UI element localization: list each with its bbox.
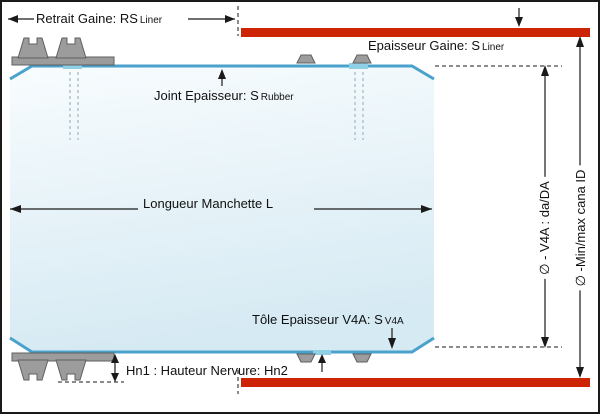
bottom-rib-tooth [55, 359, 87, 381]
top-liner-bar [241, 28, 590, 37]
arrowhead-up [318, 354, 326, 363]
longueur-manchette-label: Longueur Manchette L [143, 196, 274, 211]
pipe-body [10, 66, 434, 352]
dia-min-max-label: ∅ -Min/max cana ID [572, 165, 590, 291]
arrowhead-right [421, 205, 432, 213]
tole-epaisseur-arrow [388, 328, 396, 349]
top-rib-tooth [55, 37, 87, 59]
top-joint-tick-left [63, 63, 82, 69]
arrowhead-down [541, 337, 549, 348]
bottom-joint-tick [313, 350, 331, 355]
hn1-height-arrow [58, 354, 124, 383]
arrowhead-up [218, 69, 226, 79]
retrait-gaine-dimension [8, 6, 239, 36]
hn2-height-arrow [318, 354, 326, 372]
pipe-bottom-edge [9, 336, 435, 354]
rib-projection-left [69, 72, 79, 140]
tole-epaisseur-subscript: V4A [384, 316, 404, 327]
arrowhead-left [8, 15, 18, 23]
top-rib-tooth [17, 37, 49, 59]
arrowhead-left [10, 205, 21, 213]
epaisseur-gaine-text: Epaisseur Gaine: S [368, 38, 481, 53]
rib-projection-right [354, 72, 364, 140]
joint-epaisseur-subscript: Rubber [260, 92, 294, 103]
top-bump [352, 54, 372, 64]
pipe-top-edge [9, 64, 435, 81]
arrowhead-right [225, 15, 235, 23]
dia-v4a-label: ∅ - V4A : da/DA [536, 177, 554, 279]
epaisseur-gaine-arrow [515, 8, 523, 27]
arrowhead-up [111, 354, 119, 363]
arrowhead-down [388, 338, 396, 349]
arrowhead-up [541, 65, 549, 76]
bottom-liner-bar [241, 378, 590, 387]
top-rib-profile [11, 37, 115, 66]
joint-epaisseur-arrow [218, 69, 226, 86]
retrait-gaine-text: Retrait Gaine: RS [36, 11, 138, 26]
top-bump [296, 54, 316, 64]
tole-epaisseur-text: Tôle Epaisseur V4A: S [252, 312, 383, 327]
longueur-dimension [10, 205, 432, 213]
bottom-bump [352, 353, 372, 363]
arrowhead-down [111, 373, 119, 382]
joint-epaisseur-text: Joint Epaisseur: S [154, 88, 259, 103]
retrait-gaine-subscript: Liner [139, 15, 163, 26]
bottom-rib-tooth [17, 359, 49, 381]
arrowhead-down [515, 17, 523, 27]
arrowhead-down [576, 367, 584, 378]
bottom-bump [296, 353, 316, 363]
top-joint-tick-right [349, 63, 368, 69]
arrowhead-up [576, 36, 584, 47]
epaisseur-gaine-subscript: Liner [482, 42, 505, 53]
hauteur-nervure-label: Hn1 : Hauteur Nervure: Hn2 [126, 363, 288, 378]
bottom-rib-profile [11, 352, 115, 381]
